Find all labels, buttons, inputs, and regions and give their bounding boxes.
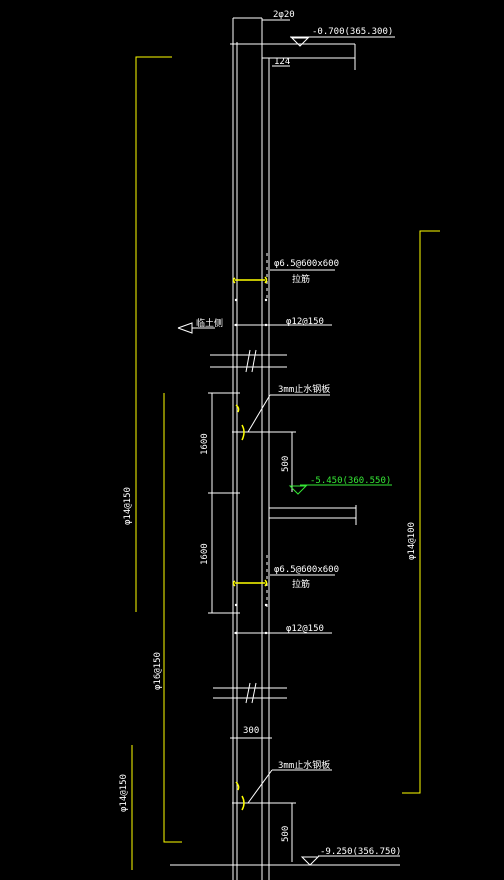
top-small-label: 124	[274, 57, 290, 67]
top-rebar-label: 2φ20	[273, 10, 295, 20]
dim-1600-b: 1600	[200, 543, 210, 565]
tie-hook-mid	[232, 579, 268, 587]
left-rebar-bracket-2	[163, 393, 182, 843]
waterstop-top-label: 3mm止水钢板	[278, 383, 330, 395]
left-rebar-label-1: φ14@150	[123, 487, 133, 525]
tie-mid-label: φ6.5@600x600	[274, 565, 339, 575]
waterstop-bot-label: 3mm止水钢板	[278, 759, 330, 771]
left-side-arrow	[177, 322, 215, 334]
tie-mid-sublabel: 拉筋	[292, 578, 310, 590]
left-rebar-bracket-1	[135, 56, 172, 612]
rebar-dots	[234, 298, 268, 635]
elevation-marker-top	[290, 37, 310, 47]
tie-top-sublabel: 拉筋	[292, 273, 310, 285]
elevation-marker-mid	[288, 485, 308, 495]
left-rebar-label-3: φ14@150	[119, 774, 129, 812]
waterstop-mark-bottom	[235, 781, 245, 811]
horiz-top-label: φ12@150	[286, 317, 324, 327]
elevation-top-label: -0.700(365.300)	[312, 27, 393, 37]
elevation-bottom-label: -9.250(356.750)	[320, 847, 401, 857]
right-rebar-bracket	[402, 230, 440, 794]
left-side-note: 临土侧	[196, 317, 223, 329]
dim-1600-a: 1600	[200, 433, 210, 455]
horiz-mid-label: φ12@150	[286, 624, 324, 634]
tie-top-label: φ6.5@600x600	[274, 259, 339, 269]
right-rebar-label: φ14@100	[407, 522, 417, 560]
tie-hook-top	[232, 276, 268, 284]
dim-300: 300	[243, 726, 259, 736]
dim-500-a: 500	[281, 456, 291, 472]
left-rebar-label-2: φ16@150	[153, 652, 163, 690]
waterstop-mark-top	[235, 404, 245, 441]
elevation-mid-label: -5.450(360.550)	[310, 476, 391, 486]
dim-500-b: 500	[281, 826, 291, 842]
elevation-marker-bottom	[300, 856, 320, 866]
